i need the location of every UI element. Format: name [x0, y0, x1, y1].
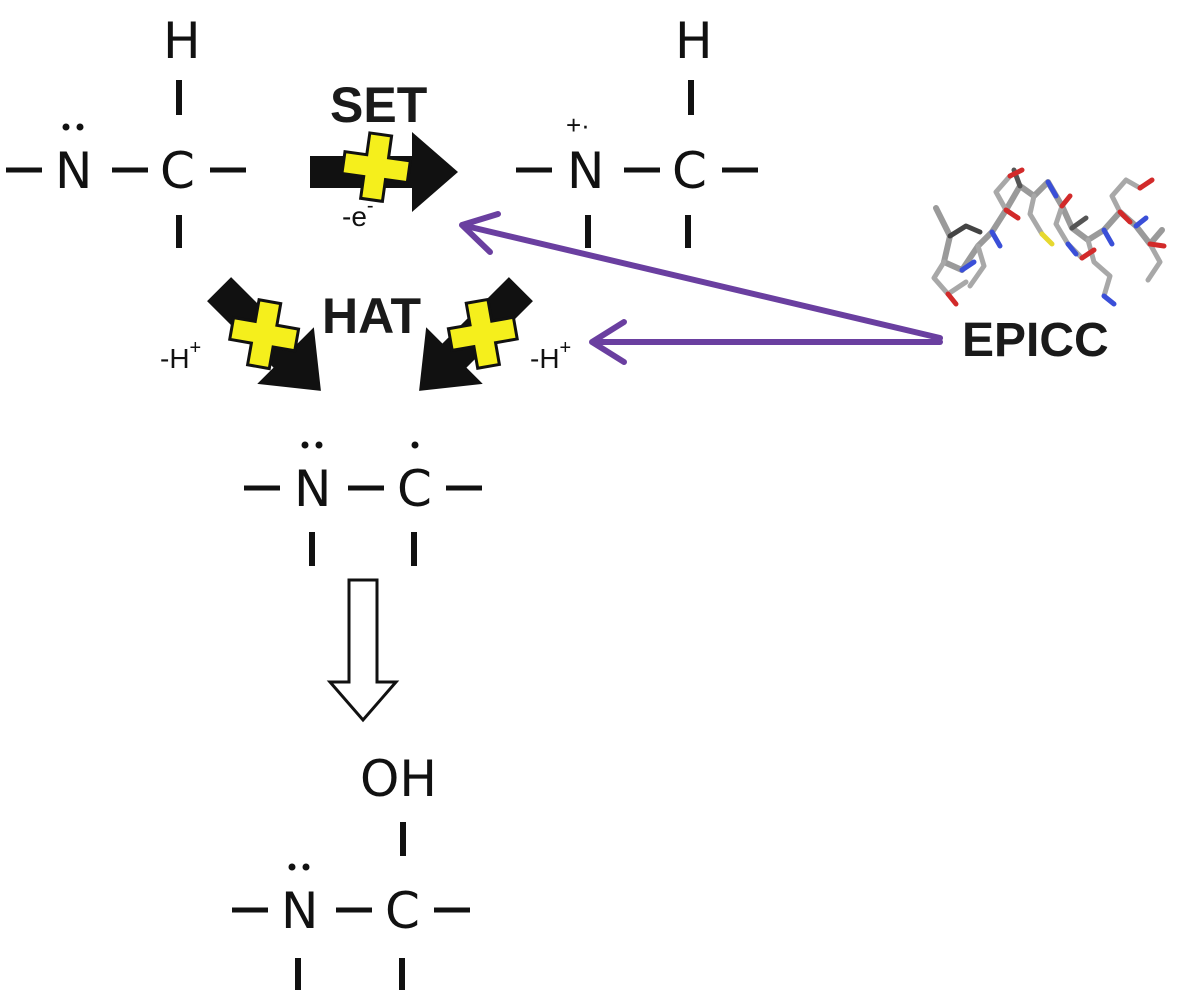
hat-arrow-right [419, 277, 533, 391]
radical-dot [411, 441, 419, 449]
lone-pair-dot [302, 863, 310, 871]
atom-hydrogen: H [163, 12, 201, 70]
purple-arrowhead-set [459, 211, 501, 255]
epicc-inhibition-arrows [459, 211, 943, 365]
hat-label: HAT [322, 288, 421, 344]
peptide-stick-model-icon [931, 167, 1167, 307]
hat-arrow-left [207, 277, 321, 391]
atom-carbon: C [160, 142, 195, 200]
hollow-down-arrow [326, 578, 400, 723]
atom-nitrogen: N [55, 142, 92, 200]
set-label: SET [330, 77, 427, 133]
molecule-carbon-radical: N C [244, 441, 482, 566]
inhibition-cross-icon [340, 131, 413, 204]
atom-nitrogen: N [567, 142, 604, 200]
radical-cation-charge: +· [566, 110, 590, 140]
set-arrow [310, 131, 458, 212]
lone-pair-dot [315, 441, 323, 449]
lone-pair-dot [288, 863, 296, 871]
inhibition-cross-icon [228, 298, 301, 371]
atom-nitrogen: N [294, 460, 331, 518]
lone-pair-dot [76, 123, 84, 131]
atom-hydrogen: H [675, 12, 713, 70]
proton-loss-label-left: -H+ [160, 337, 201, 374]
purple-arrow-to-set [463, 223, 943, 341]
atom-carbon: C [397, 460, 432, 518]
purple-arrowhead-hat [589, 319, 627, 365]
lone-pair-dot [62, 123, 70, 131]
atom-hydroxyl: OH [360, 750, 437, 808]
molecule-product: OH N C [232, 750, 470, 990]
proton-loss-label-right: -H+ [530, 337, 571, 374]
atom-nitrogen: N [281, 882, 318, 940]
electron-loss-label: -e- [342, 195, 374, 232]
epicc-label: EPICC [962, 314, 1109, 367]
molecule-radical-cation: N +· C H [516, 12, 758, 248]
atom-carbon: C [385, 882, 420, 940]
atom-carbon: C [672, 142, 707, 200]
molecule-reactant: N C H [6, 12, 246, 248]
inhibition-cross-icon [446, 297, 519, 370]
lone-pair-dot [301, 441, 309, 449]
